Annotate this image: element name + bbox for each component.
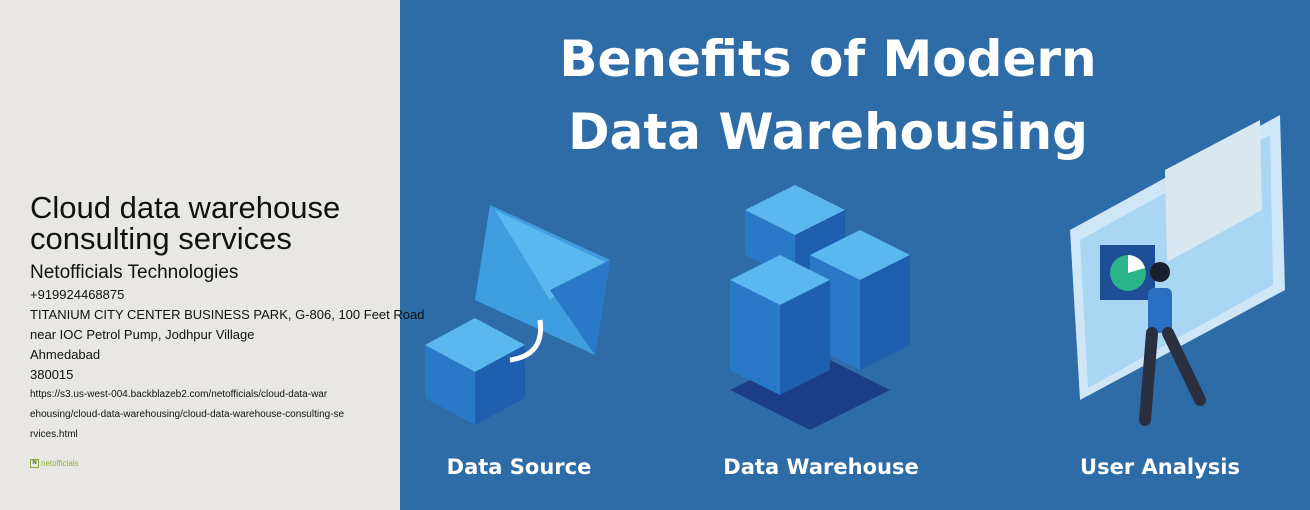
phone: +919924468875 <box>30 287 125 302</box>
url-line1[interactable]: https://s3.us-west-004.backblazeb2.com/n… <box>30 389 328 400</box>
hero-title-line2: Data Warehousing <box>568 103 1088 161</box>
address-line2: near IOC Petrol Pump, Jodhpur Village <box>30 327 255 342</box>
address-line1: TITANIUM CITY CENTER BUSINESS PARK, G-80… <box>30 307 425 322</box>
caption-user-analysis: User Analysis <box>1080 455 1240 479</box>
hero-title-line1: Benefits of Modern <box>559 30 1097 88</box>
analytics-screen-icon <box>1070 115 1285 400</box>
illustration <box>425 115 1285 430</box>
url-line2[interactable]: ehousing/cloud-data-warehousing/cloud-da… <box>30 409 345 420</box>
caption-data-source: Data Source <box>446 455 592 479</box>
data-source-server-icon <box>425 318 544 425</box>
postal-code: 380015 <box>30 367 74 382</box>
url-line3[interactable]: rvices.html <box>30 429 78 440</box>
user-figure-icon <box>1139 262 1206 426</box>
envelope-icon <box>475 205 610 355</box>
city: Ahmedabad <box>30 347 101 362</box>
caption-data-warehouse: Data Warehouse <box>723 455 919 479</box>
warehouse-servers-icon <box>730 185 910 430</box>
company-name: Netofficials Technologies <box>30 262 239 283</box>
hero-image: Benefits of Modern Data Warehousing Data… <box>400 0 1310 510</box>
